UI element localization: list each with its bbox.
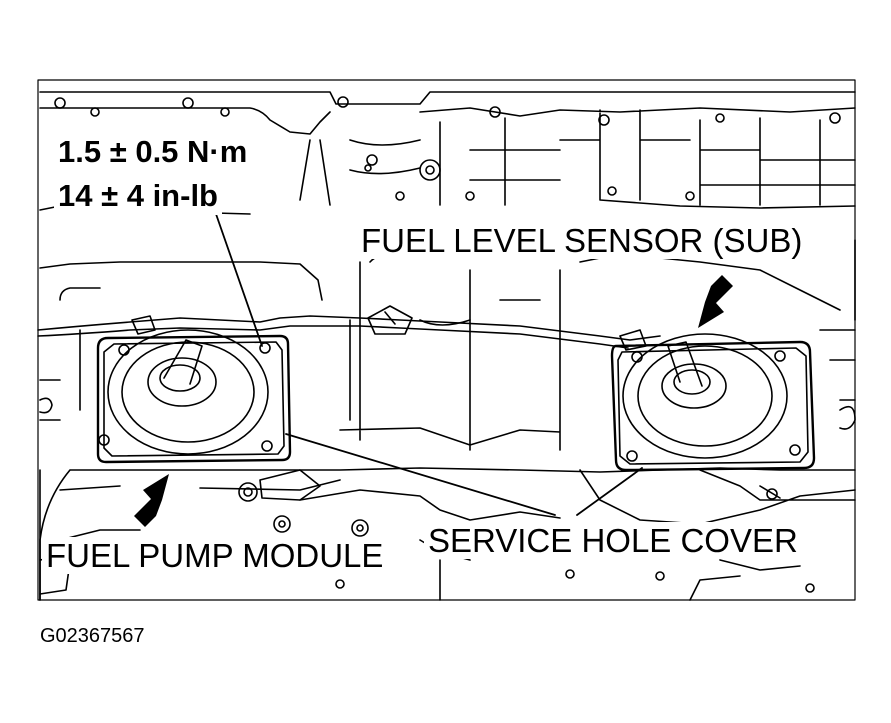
torque-spec-imperial: 14 ± 4 in-lb [54, 178, 222, 215]
pump-callout-arrow [134, 474, 169, 527]
tank-ribs [59, 287, 856, 421]
sensor-service-hole-cover [610, 333, 816, 472]
figure-id: G02367567 [40, 625, 145, 647]
illustration-frame [37, 79, 856, 601]
cover-leader-line-left [285, 433, 556, 516]
fuel-pump-module-label: FUEL PUMP MODULE [42, 537, 388, 574]
lower-bolts [195, 482, 815, 593]
cover-leader-line-right [576, 467, 643, 516]
lower-bracket [259, 469, 321, 501]
upper-bolts [54, 96, 841, 201]
pump-service-hole-cover [96, 329, 292, 464]
sensor-callout-arrow [698, 275, 733, 328]
center-clip [367, 305, 413, 335]
left-connector [131, 315, 156, 335]
wire-harness-lower [37, 325, 629, 349]
upper-body-structure [39, 91, 856, 215]
torque-spec-metric: 1.5 ± 0.5 N·m [54, 134, 252, 171]
leader-lines [215, 213, 643, 516]
torque-leader-line [215, 213, 263, 347]
wire-harness [37, 315, 661, 341]
service-hole-cover-label: SERVICE HOLE COVER [424, 522, 802, 559]
right-edge-details [839, 239, 856, 430]
fuel-level-sensor-label: FUEL LEVEL SENSOR (SUB) [357, 222, 807, 259]
